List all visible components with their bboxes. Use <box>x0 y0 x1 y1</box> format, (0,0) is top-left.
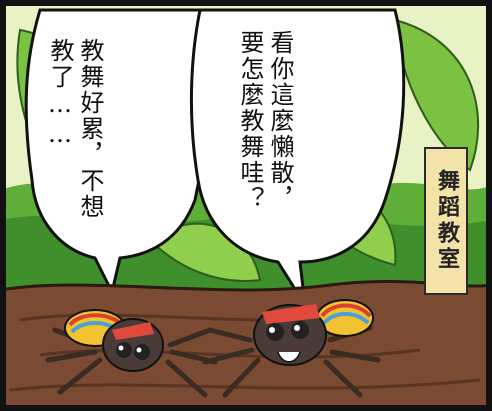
speech-text-right: 看你這麼懶散，要怎麼教舞哇？ <box>236 30 294 212</box>
speech-bubble-right <box>189 8 406 306</box>
peacock-spider-left <box>45 309 218 398</box>
peacock-spider-right <box>202 299 381 398</box>
wooden-log <box>0 280 492 411</box>
sign-label: 舞蹈教室 <box>434 169 459 273</box>
leaf-right-top <box>393 18 480 172</box>
dance-studio-sign: 舞蹈教室 <box>424 147 468 295</box>
speech-text-left: 教舞好累，不想教了…… <box>46 38 104 220</box>
